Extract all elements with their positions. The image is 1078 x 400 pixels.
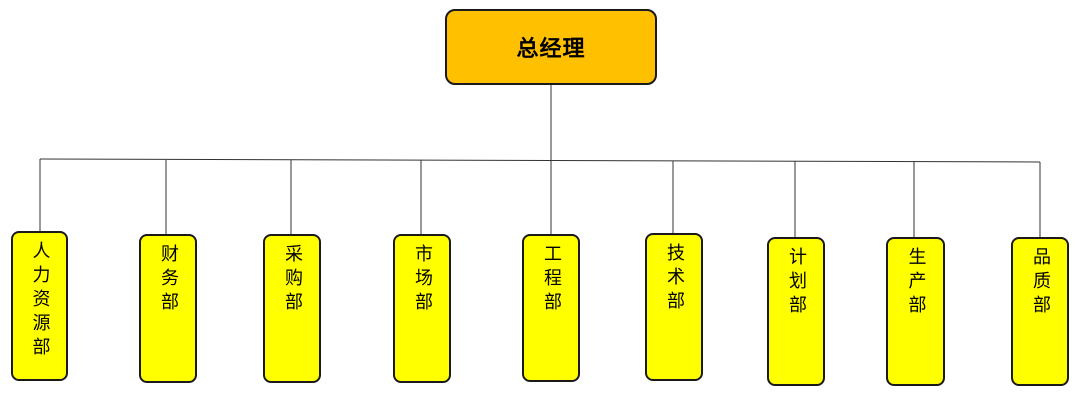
bus-line <box>39 158 1041 163</box>
dept-box-production: 生产部 <box>886 237 945 386</box>
dept-box-procurement: 采购部 <box>263 234 321 383</box>
dept-label-quality: 品质部 <box>1030 247 1051 319</box>
dept-box-technology: 技术部 <box>645 233 703 381</box>
dept-label-procurement: 采购部 <box>282 244 303 316</box>
dept-label-engineering: 工程部 <box>541 244 562 316</box>
dept-box-hr: 人力资源部 <box>11 231 68 381</box>
dept-label-production: 生产部 <box>905 247 927 319</box>
dept-label-hr: 人力资源部 <box>29 241 51 361</box>
dept-box-quality: 品质部 <box>1011 237 1069 386</box>
general-manager-label: 总经理 <box>516 36 586 62</box>
dept-label-marketing: 市场部 <box>412 244 433 316</box>
dept-label-technology: 技术部 <box>664 243 685 315</box>
dept-box-engineering: 工程部 <box>522 234 580 382</box>
dept-label-planning: 计划部 <box>786 247 807 319</box>
dept-label-finance: 财务部 <box>158 244 179 316</box>
general-manager-box: 总经理 <box>445 9 657 85</box>
dept-box-marketing: 市场部 <box>393 234 451 383</box>
dept-box-planning: 计划部 <box>767 237 825 386</box>
dept-box-finance: 财务部 <box>139 234 197 383</box>
